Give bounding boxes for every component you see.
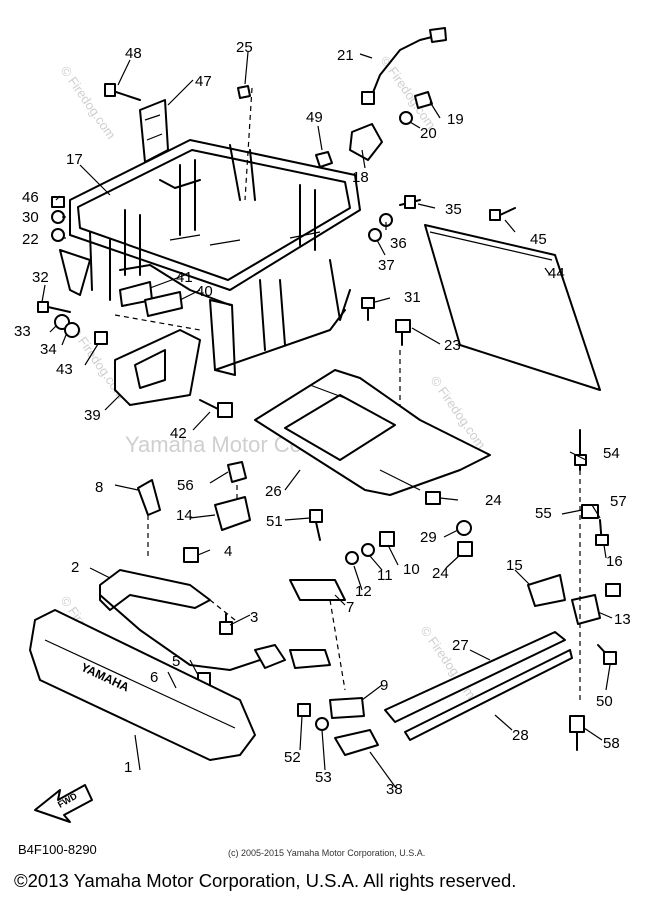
callout-25: 25 bbox=[236, 39, 253, 56]
callout-45: 45 bbox=[530, 231, 547, 248]
copyright-small: (c) 2005-2015 Yamaha Motor Corporation, … bbox=[228, 848, 426, 858]
callout-17: 17 bbox=[66, 151, 83, 168]
callout-22: 22 bbox=[22, 231, 39, 248]
callout-5: 5 bbox=[172, 653, 180, 670]
callout-34: 34 bbox=[40, 341, 57, 358]
callout-36: 36 bbox=[390, 235, 407, 252]
copyright-notice: ©2013 Yamaha Motor Corporation, U.S.A. A… bbox=[14, 870, 517, 891]
callout-4: 4 bbox=[224, 543, 232, 560]
bolts-right bbox=[361, 195, 421, 470]
brackets-13-15 bbox=[527, 574, 601, 625]
callout-19: 19 bbox=[447, 111, 464, 128]
callout-43: 43 bbox=[56, 361, 73, 378]
callout-37: 37 bbox=[378, 257, 395, 274]
leader-lines bbox=[41, 51, 613, 789]
callout-21: 21 bbox=[337, 47, 354, 64]
callout-14: 14 bbox=[176, 507, 193, 524]
side-bracket-39 bbox=[114, 314, 201, 406]
callout-6: 6 bbox=[150, 669, 158, 686]
callout-50: 50 bbox=[596, 693, 613, 710]
callout-23: 23 bbox=[444, 337, 461, 354]
nuts-24-29 bbox=[425, 491, 473, 557]
callout-24: 24 bbox=[485, 492, 502, 509]
callout-42: 42 bbox=[170, 425, 187, 442]
callout-12: 12 bbox=[355, 583, 372, 600]
cap-38 bbox=[334, 729, 379, 756]
watermark-site: © Firedog.com bbox=[58, 63, 119, 142]
callout-57: 57 bbox=[610, 493, 627, 510]
callout-47: 47 bbox=[195, 73, 212, 90]
callout-40: 40 bbox=[196, 283, 213, 300]
nuts bbox=[237, 85, 333, 201]
callout-20: 20 bbox=[420, 125, 437, 142]
washers-10-12 bbox=[345, 531, 395, 565]
callout-13: 13 bbox=[614, 611, 631, 628]
fasteners-52-53 bbox=[297, 703, 329, 731]
panel-44 bbox=[424, 224, 601, 391]
fwd-arrow-icon: FWD bbox=[34, 784, 93, 823]
callout-39: 39 bbox=[84, 407, 101, 424]
callout-15: 15 bbox=[506, 557, 523, 574]
bolt-3 bbox=[219, 613, 233, 635]
nut-4 bbox=[183, 547, 199, 563]
callout-30: 30 bbox=[22, 209, 39, 226]
callout-labels: 48 47 25 21 19 20 49 18 17 46 30 22 35 4… bbox=[14, 39, 631, 798]
brackets-40-41 bbox=[119, 281, 183, 317]
callout-49: 49 bbox=[306, 109, 323, 126]
callout-38: 38 bbox=[386, 781, 403, 798]
bumper-frame-2 bbox=[99, 569, 331, 671]
callout-28: 28 bbox=[512, 727, 529, 744]
callout-58: 58 bbox=[603, 735, 620, 752]
callout-51: 51 bbox=[266, 513, 283, 530]
callout-53: 53 bbox=[315, 769, 332, 786]
callout-11: 11 bbox=[377, 567, 393, 584]
wire-harness-21 bbox=[361, 27, 447, 105]
callout-1: 1 bbox=[124, 759, 132, 776]
callout-33: 33 bbox=[14, 323, 31, 340]
callout-54: 54 bbox=[603, 445, 620, 462]
callout-35: 35 bbox=[445, 201, 462, 218]
callout-16: 16 bbox=[606, 553, 623, 570]
bolt-42 bbox=[199, 399, 233, 418]
front-bumper-1: YAMAHA bbox=[29, 609, 256, 761]
callout-48: 48 bbox=[125, 45, 142, 62]
callout-31: 31 bbox=[404, 289, 421, 306]
callout-27: 27 bbox=[452, 637, 469, 654]
left-fasteners bbox=[37, 196, 108, 345]
brackets-8-14-56 bbox=[137, 461, 251, 560]
fasteners-18-20 bbox=[349, 91, 433, 161]
trim-27-28 bbox=[384, 631, 573, 741]
callout-41: 41 bbox=[176, 269, 193, 286]
callout-32: 32 bbox=[32, 269, 49, 286]
diagram-code: B4F100-8290 bbox=[18, 842, 97, 857]
callout-46: 46 bbox=[22, 189, 39, 206]
callout-2: 2 bbox=[71, 559, 79, 576]
skid-plate-26 bbox=[254, 369, 491, 496]
bracket-47 bbox=[104, 83, 169, 163]
callout-55: 55 bbox=[535, 505, 552, 522]
callout-8: 8 bbox=[95, 479, 103, 496]
bracket-9 bbox=[329, 697, 365, 719]
rod-parts bbox=[569, 429, 621, 751]
callout-56: 56 bbox=[177, 477, 194, 494]
callout-7: 7 bbox=[346, 599, 354, 616]
callout-18: 18 bbox=[352, 169, 369, 186]
bolt-51 bbox=[309, 509, 323, 541]
callout-52: 52 bbox=[284, 749, 301, 766]
callout-9: 9 bbox=[380, 677, 388, 694]
callout-29: 29 bbox=[420, 529, 437, 546]
callout-10: 10 bbox=[403, 561, 420, 578]
callout-44: 44 bbox=[548, 265, 565, 282]
bracket-7 bbox=[289, 579, 346, 691]
callout-3: 3 bbox=[250, 609, 258, 626]
screw-45 bbox=[489, 207, 516, 221]
carrier-rack bbox=[59, 139, 361, 376]
callout-26: 26 bbox=[265, 483, 282, 500]
callout-24b: 24 bbox=[432, 565, 449, 582]
